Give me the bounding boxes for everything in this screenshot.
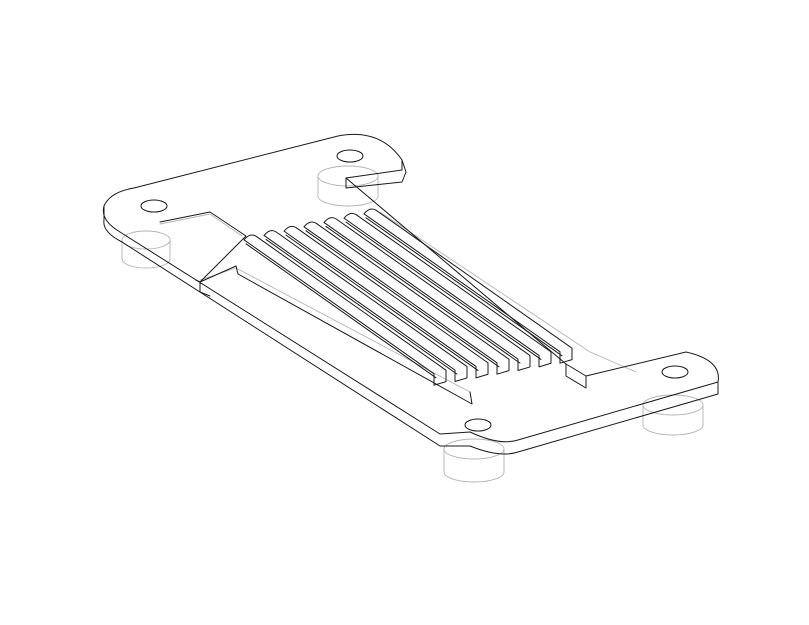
mounting-hole-back xyxy=(336,149,364,163)
plate-notch-thickness xyxy=(565,363,587,389)
ventilation-slot xyxy=(243,234,447,386)
mounting-holes xyxy=(140,149,689,432)
ventilation-slot xyxy=(263,230,468,383)
ventilation-slot-wall xyxy=(305,230,500,368)
mounting-hole-front xyxy=(464,418,492,432)
plate-back-thickness xyxy=(345,159,407,189)
ventilation-slot xyxy=(283,225,489,379)
foot-front xyxy=(443,438,505,483)
foot-left xyxy=(121,230,171,269)
ventilation-slot xyxy=(323,217,531,372)
plate-step xyxy=(195,279,211,297)
ventilation-slot-wall xyxy=(285,234,479,371)
ventilation-slot-wall xyxy=(265,238,458,375)
ventilation-slot xyxy=(303,221,510,375)
plate-bottom-edge xyxy=(103,205,719,455)
ventilation-slot xyxy=(363,208,573,364)
ventilation-slot-wall xyxy=(345,221,542,360)
foot-back xyxy=(317,165,379,207)
plate-outline xyxy=(102,133,719,455)
ventilation-slot-wall xyxy=(365,217,563,357)
plate-top-face xyxy=(102,133,719,443)
ventilation-slot-wall xyxy=(245,243,437,379)
mounting-hole-right xyxy=(661,365,689,379)
ventilation-slot-wall xyxy=(325,225,521,364)
recess-outline xyxy=(159,211,247,283)
ventilation-slots xyxy=(243,208,573,386)
mounting-hole-left xyxy=(140,199,168,213)
hidden-back-edge xyxy=(159,213,243,237)
ventilation-slot xyxy=(343,212,552,368)
hidden-right-trace xyxy=(379,211,637,373)
recess-inner xyxy=(235,265,473,405)
